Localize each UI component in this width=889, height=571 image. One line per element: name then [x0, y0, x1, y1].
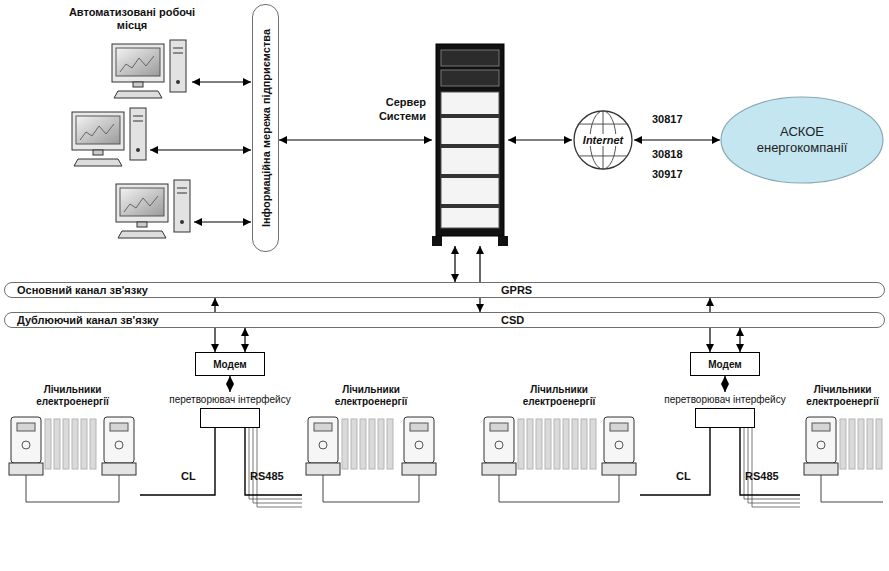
link-arrow — [192, 81, 251, 82]
network-band: Інформаційна мережа підприємства — [252, 4, 279, 252]
link-arrow — [479, 246, 480, 312]
node-label: Сервер Системи — [364, 96, 426, 124]
interface-name: RS485 — [250, 470, 284, 483]
node-label: перетворювач інтерфейсу — [660, 392, 790, 406]
interface-name: CL — [676, 470, 691, 483]
interface-name: RS485 — [745, 470, 779, 483]
link-arrow — [244, 328, 245, 352]
internet-globe: Internet — [572, 110, 634, 170]
link-arrow — [634, 139, 720, 140]
interface-name: CL — [181, 470, 196, 483]
node-label: перетворювач інтерфейсу — [165, 392, 295, 406]
converter-box — [200, 408, 260, 428]
bus-wire — [140, 428, 215, 495]
workstation-icon — [72, 108, 146, 166]
workstations — [72, 40, 190, 238]
port-number: 30817 — [652, 113, 683, 126]
bus-wire — [640, 428, 710, 495]
port-number: 30917 — [652, 168, 683, 181]
node-label: Лічильники електроенергії — [25, 383, 121, 408]
server-rack: Сервер Системи — [432, 44, 508, 246]
node-label: Інформаційна мережа підприємства — [260, 29, 272, 227]
protocol-name: GPRS — [501, 283, 532, 297]
meter-group: Лічильники електроенергії — [302, 383, 440, 508]
workstation-icon — [112, 40, 186, 98]
link-arrow — [194, 221, 251, 222]
channel-band: Дублюючий канал зв'язку CSD — [4, 312, 885, 328]
energy-company-ellipse: АСКОЕ енергокомпанії — [720, 96, 884, 184]
node-label: АСКОЕ енергокомпанії — [742, 124, 862, 157]
link-arrow — [508, 139, 572, 140]
wire-strand — [253, 428, 302, 503]
group-title: Автоматизовані робочі місця — [62, 6, 202, 32]
meter-group: Лічильники електроенергії — [478, 383, 640, 508]
modem-box: Модем — [690, 352, 760, 376]
bus-wire — [740, 428, 800, 495]
workstation-arrows — [150, 82, 251, 222]
workstation-icon — [116, 180, 190, 238]
meter-group: Лічильники електроенергії — [800, 383, 885, 508]
link-arrow — [454, 246, 455, 282]
port-number: 30818 — [652, 148, 683, 161]
interface-converter: перетворювач інтерфейсу — [660, 392, 790, 428]
channel-band: Основний канал зв'язку GPRS — [4, 282, 885, 298]
node-label: Основний канал зв'язку — [17, 283, 148, 297]
link-arrow — [724, 376, 725, 392]
node-label: Лічильники електроенергії — [323, 383, 419, 408]
node-label: Дублюючий канал зв'язку — [17, 313, 159, 327]
interface-converter: перетворювач інтерфейсу — [165, 392, 295, 428]
node-label: Лічильники електроенергії — [511, 383, 607, 408]
server-rack-shape — [432, 44, 508, 246]
meter-group: Лічильники електроенергії — [5, 383, 140, 508]
bus-wire — [245, 428, 302, 495]
link-arrow — [150, 149, 251, 150]
link-arrow — [229, 376, 230, 392]
wire-strand — [748, 428, 800, 503]
link-arrow — [279, 139, 432, 140]
node-label: Internet — [581, 134, 625, 146]
link-arrow — [739, 328, 740, 352]
node-label: Модем — [708, 359, 741, 370]
node-label: Модем — [213, 359, 246, 370]
modem-box: Модем — [195, 352, 265, 376]
converter-box — [695, 408, 755, 428]
protocol-name: CSD — [501, 313, 524, 327]
node-label: Лічильники електроенергії — [800, 383, 885, 408]
